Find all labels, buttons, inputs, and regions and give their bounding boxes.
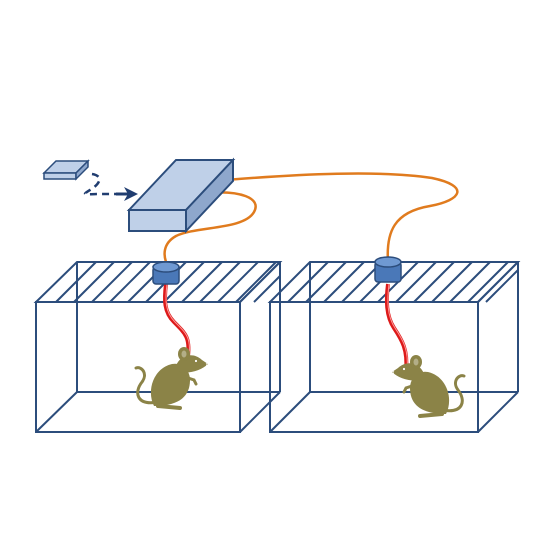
fiber-optic-2	[384, 283, 409, 371]
controller-box-icon	[126, 157, 236, 234]
cage-1-lid	[55, 261, 281, 303]
fiber-optic-1	[163, 283, 191, 357]
mouse-icon	[384, 353, 466, 418]
cable-to-connector-2	[225, 172, 459, 263]
cables	[163, 172, 459, 263]
remote-control-icon	[42, 159, 90, 181]
wireless-link	[83, 172, 138, 201]
cage-2	[267, 256, 521, 433]
mouse-icon	[134, 345, 216, 410]
controller-front-face	[128, 209, 187, 232]
connector-1-icon	[152, 261, 180, 285]
arrow-right-icon	[124, 187, 138, 201]
cage-icon	[267, 261, 521, 433]
remote-side-face	[75, 159, 89, 181]
cable-to-connector-1	[163, 191, 257, 263]
connector-2-icon	[374, 256, 402, 283]
controller-side-face	[185, 157, 234, 234]
dashed-link-line	[83, 172, 128, 196]
remote-front-face	[43, 172, 77, 180]
cage-2-lid	[287, 261, 519, 303]
cage-1	[33, 261, 283, 433]
